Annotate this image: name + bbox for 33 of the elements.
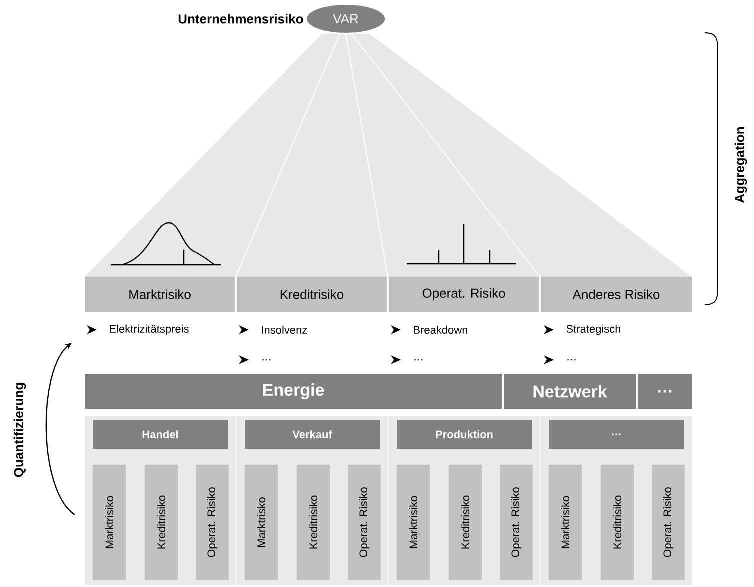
axis-label: Aggregation [734,128,748,203]
bullet-text: Strategisch [566,324,620,336]
risk-type-bar: Operat. Risiko [348,465,381,580]
risk-type-bar: Kreditrisiko [601,465,634,580]
section-header: Handel [93,420,228,449]
risk-type-bar: Operat. Risiko [500,465,533,580]
bullet-text: Elektrizitätspreis [110,324,189,336]
risk-type-bar: Marktrisiko [397,465,430,580]
business-unit-bar: Energie [85,374,502,409]
risk-category-box: Operat. Risiko [389,277,539,312]
bullet-text: … [568,359,576,361]
risk-type-bar: Kreditrisiko [145,465,178,580]
risk-type-bar: Kreditrisiko [449,465,482,580]
risk-type-bar: Marktrisiko [93,465,126,580]
bullet-text: … [414,359,423,361]
risk-type-bar: Marktrisiko [549,465,582,580]
bullet-text: Breakdown [414,326,468,334]
axis-label: Quantifizierung [14,383,26,478]
section-header: Produktion [397,420,532,449]
section-header: … [549,420,684,449]
risk-type-bar: Operat. Risiko [652,465,685,580]
business-unit-bar: Netzwerk [504,374,636,409]
node-caption: Unternehmensrisiko [178,14,304,24]
risk-category-box: Kreditrisiko [237,277,387,312]
bullet-text: Insolvenz [262,326,308,334]
risk-type-bar: Operat. Risiko [196,465,229,580]
business-unit-bar: … [638,374,692,409]
section-header: Verkauf [245,420,380,449]
risk-type-bar: Kreditrisiko [297,465,330,580]
risk-category-box: Marktrisiko [85,277,235,312]
bullet-text: … [262,359,271,361]
risk-type-bar: Marktrisko [245,465,278,580]
risk-category-box: Anderes Risiko [541,277,692,312]
